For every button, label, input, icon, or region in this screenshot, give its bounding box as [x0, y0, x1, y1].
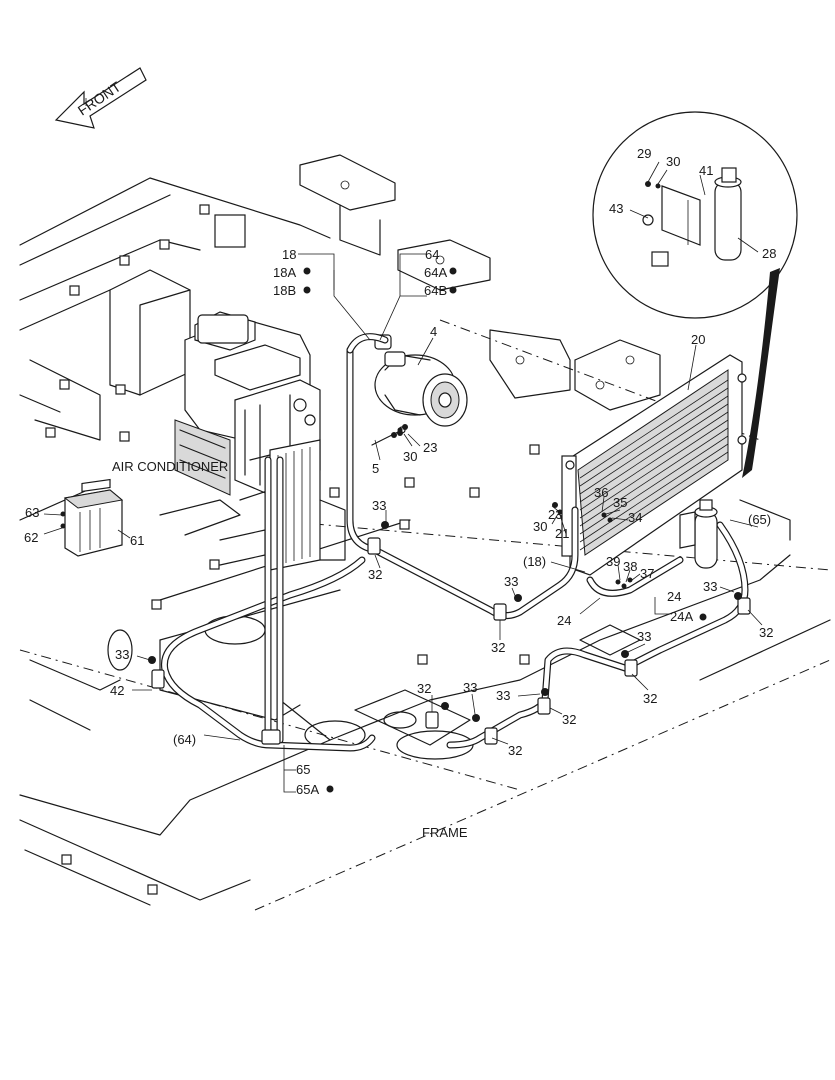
label-20: 20	[691, 332, 705, 347]
label-36: 36	[594, 485, 608, 500]
label-42: 42	[110, 683, 124, 698]
label-5: 5	[372, 461, 379, 476]
frame-label: FRAME	[422, 825, 468, 840]
label-33-b: 33	[504, 574, 518, 589]
label-61: 61	[130, 533, 144, 548]
label-24-b: 24	[557, 613, 571, 628]
leader-lines	[43, 161, 763, 793]
o-rings	[303, 267, 707, 793]
label-33-g: 33	[496, 688, 510, 703]
label-30-compressor: 30	[403, 449, 417, 464]
label-65a: 65A	[296, 782, 319, 797]
label-30-detail: 30	[666, 154, 680, 169]
label-18: 18	[282, 247, 296, 262]
label-33-c: 33	[703, 579, 717, 594]
label-32-a: 32	[368, 567, 382, 582]
label-33-e: 33	[115, 647, 129, 662]
label-18a: 18A	[273, 265, 296, 280]
compressor-bolt	[371, 426, 406, 446]
label-65-ref: (65)	[748, 512, 771, 527]
label-32-c: 32	[759, 625, 773, 640]
label-32-d: 32	[643, 691, 657, 706]
frame-bracket	[214, 214, 246, 248]
label-33-f: 33	[463, 680, 477, 695]
condenser	[561, 354, 747, 576]
label-30-left: 30	[533, 519, 547, 534]
label-65: 65	[296, 762, 310, 777]
label-21: 21	[555, 526, 569, 541]
label-29: 29	[637, 146, 651, 161]
hose-clamps	[151, 537, 751, 745]
label-32-f: 32	[562, 712, 576, 727]
label-34: 34	[628, 510, 642, 525]
air-conditioner-label: AIR CONDITIONER	[112, 459, 228, 474]
label-24-a: 24	[667, 589, 681, 604]
label-32-b: 32	[491, 640, 505, 655]
label-37: 37	[640, 566, 654, 581]
label-23-compressor: 23	[423, 440, 437, 455]
label-32-g: 32	[508, 743, 522, 758]
label-18b: 18B	[273, 283, 296, 298]
detail-view	[592, 111, 798, 478]
label-33-a: 33	[372, 498, 386, 513]
label-28: 28	[762, 246, 776, 261]
label-63: 63	[25, 505, 39, 520]
compressor	[374, 334, 468, 427]
label-64a: 64A	[424, 265, 447, 280]
label-64: 64	[425, 247, 439, 262]
label-39: 39	[606, 554, 620, 569]
label-64b: 64B	[424, 283, 447, 298]
label-64-ref: (64)	[173, 732, 196, 747]
label-23-left: 23	[548, 507, 562, 522]
label-18-ref: (18)	[523, 554, 546, 569]
receiver-drier	[679, 499, 718, 569]
label-33-d: 33	[637, 629, 651, 644]
label-38: 38	[623, 559, 637, 574]
label-35: 35	[613, 495, 627, 510]
label-4: 4	[430, 324, 437, 339]
label-24a: 24A	[670, 609, 693, 624]
label-43: 43	[609, 201, 623, 216]
front-arrow-icon	[54, 67, 147, 129]
mounting-bolts	[148, 502, 742, 722]
label-41: 41	[699, 163, 713, 178]
label-32-e: 32	[417, 681, 431, 696]
ac-controller-module	[60, 478, 124, 557]
label-62: 62	[24, 530, 38, 545]
